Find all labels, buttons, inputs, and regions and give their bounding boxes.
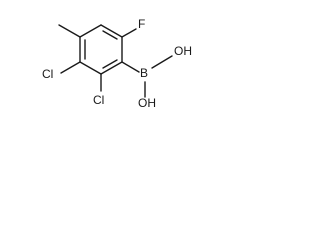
chlorine-left-label: Cl: [42, 67, 53, 81]
ring-bond-bottom-left: [79, 61, 102, 75]
boron-label: B: [140, 66, 148, 80]
methyl-bond: [58, 24, 81, 38]
hydroxyl-bottom-label: OH: [138, 96, 156, 110]
fluorine-bond: [121, 28, 137, 38]
chlorine-bottom-label: Cl: [93, 93, 104, 107]
ring-double-bond-top-right: [102, 30, 118, 40]
boron-bond: [121, 61, 140, 73]
benzene-ring: [79, 24, 123, 75]
boron-oh-top-bond: [151, 55, 173, 69]
ring-bond-top-right: [100, 24, 123, 38]
hydroxyl-top-label: OH: [174, 44, 192, 58]
ring-double-bond-bottom-right: [102, 59, 118, 69]
chlorine-left-bond: [60, 61, 81, 74]
chemical-structure-diagram: F B OH OH Cl Cl: [42, 17, 192, 110]
ring-bond-bottom-right: [100, 61, 123, 75]
fluorine-label: F: [138, 17, 145, 31]
ring-bond-top-left: [79, 24, 102, 38]
